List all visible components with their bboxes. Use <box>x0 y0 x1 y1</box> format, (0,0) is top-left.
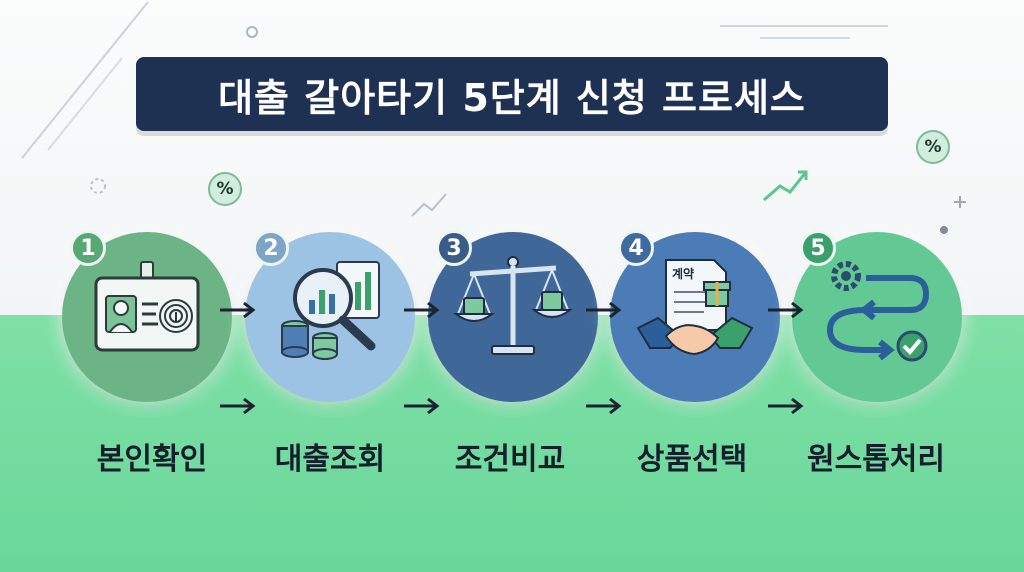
step-2-number-badge: 2 <box>253 230 289 266</box>
arrow-1-2-lower <box>220 397 256 415</box>
id-card-fingerprint-icon <box>94 261 200 352</box>
step-4-number-badge: 4 <box>618 230 654 266</box>
step-5-label: 원스톱처리 <box>807 442 945 477</box>
arrow-4-5-lower <box>768 397 804 415</box>
arrow-2-3-upper <box>404 301 440 319</box>
handshake-contract-gift-icon: 계약 <box>636 259 754 356</box>
arrow-2-3-lower <box>404 397 440 415</box>
gear-arrows-check-icon <box>826 261 930 362</box>
step-1-number-badge: 1 <box>70 230 106 266</box>
step-4-label: 상품선택 <box>636 442 748 477</box>
title-banner: 대출 갈아타기 5단계 신청 프로세스 <box>136 57 888 131</box>
step-1-label: 본인확인 <box>96 442 208 477</box>
arrow-4-5-upper <box>768 301 804 319</box>
arrow-3-4-lower <box>586 397 622 415</box>
arrow-3-4-upper <box>586 301 622 319</box>
percent-badge-left: % <box>208 172 242 206</box>
step-3-number-badge: 3 <box>436 230 472 266</box>
magnifier-chart-coins-icon <box>281 261 380 360</box>
percent-badge-right: % <box>916 130 950 164</box>
decorative-lines <box>21 1 966 234</box>
page-title: 대출 갈아타기 5단계 신청 프로세스 <box>218 75 806 120</box>
step-3-circle <box>428 232 598 402</box>
balance-scale-coins-icon <box>453 256 573 355</box>
step-5-number-badge: 5 <box>800 230 836 266</box>
contract-label: 계약 <box>672 266 694 281</box>
arrow-1-2-upper <box>220 301 256 319</box>
step-2-label: 대출조회 <box>274 442 386 477</box>
step-3-label: 조건비교 <box>454 442 566 477</box>
